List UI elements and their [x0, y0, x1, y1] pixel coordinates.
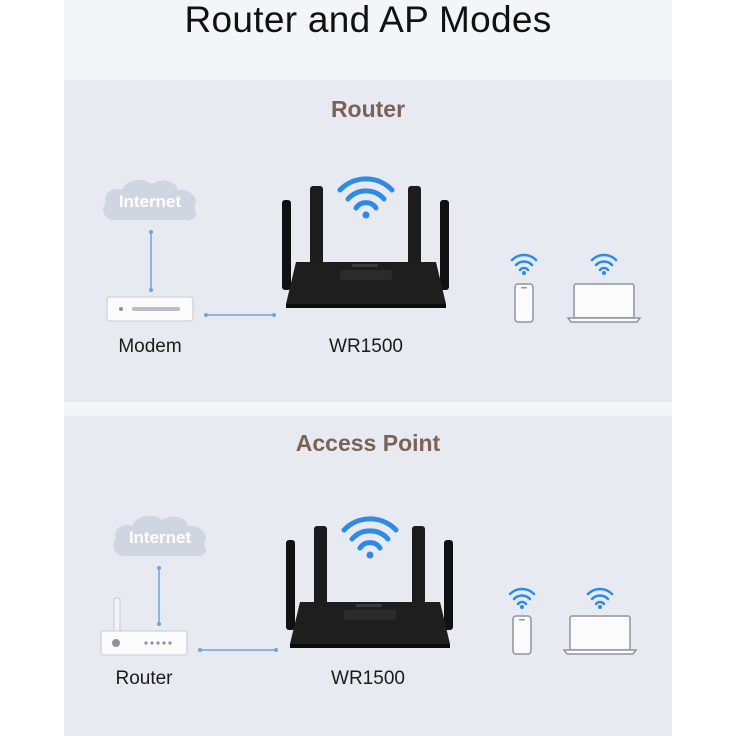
smartphone-client [506, 586, 538, 663]
router-mode-heading: Router [330, 96, 406, 122]
smartphone-icon [514, 283, 534, 323]
wifi-icon [586, 587, 614, 606]
smartphone-client [508, 252, 540, 329]
modem-router-link [204, 305, 276, 323]
internet-modem-link [148, 230, 154, 297]
laptop-client [566, 252, 642, 329]
internet-cloud-icon: Internet [108, 512, 212, 565]
page-title: Router and AP Modes [184, 0, 552, 40]
access-point-mode-panel: Access Point Internet Router [64, 416, 672, 736]
laptop-icon [562, 615, 638, 655]
wifi-icon [341, 516, 399, 551]
laptop-client [562, 586, 638, 663]
internet-label: Internet [129, 528, 192, 547]
modem-icon [106, 296, 194, 327]
router-ap-link [198, 640, 278, 658]
laptop-icon [566, 283, 642, 323]
wifi-icon [590, 253, 618, 272]
wifi-icon [510, 253, 538, 272]
internet-router-link [156, 566, 162, 631]
wr1500-label: WR1500 [329, 336, 403, 357]
internet-label: Internet [119, 192, 182, 211]
wifi-icon [508, 587, 536, 606]
upstream-router-label: Router [115, 668, 173, 689]
modem-label: Modem [118, 336, 182, 357]
access-point-mode-heading: Access Point [295, 430, 441, 456]
wr1500-label: WR1500 [331, 668, 405, 689]
wifi-icon [337, 176, 395, 211]
wr1500-router-icon [276, 176, 456, 331]
internet-cloud-icon: Internet [98, 176, 202, 229]
wr1500-router-icon [280, 516, 460, 671]
smartphone-icon [512, 615, 532, 655]
upstream-router-icon [100, 596, 190, 661]
router-mode-panel: Router Internet Modem [64, 80, 672, 402]
